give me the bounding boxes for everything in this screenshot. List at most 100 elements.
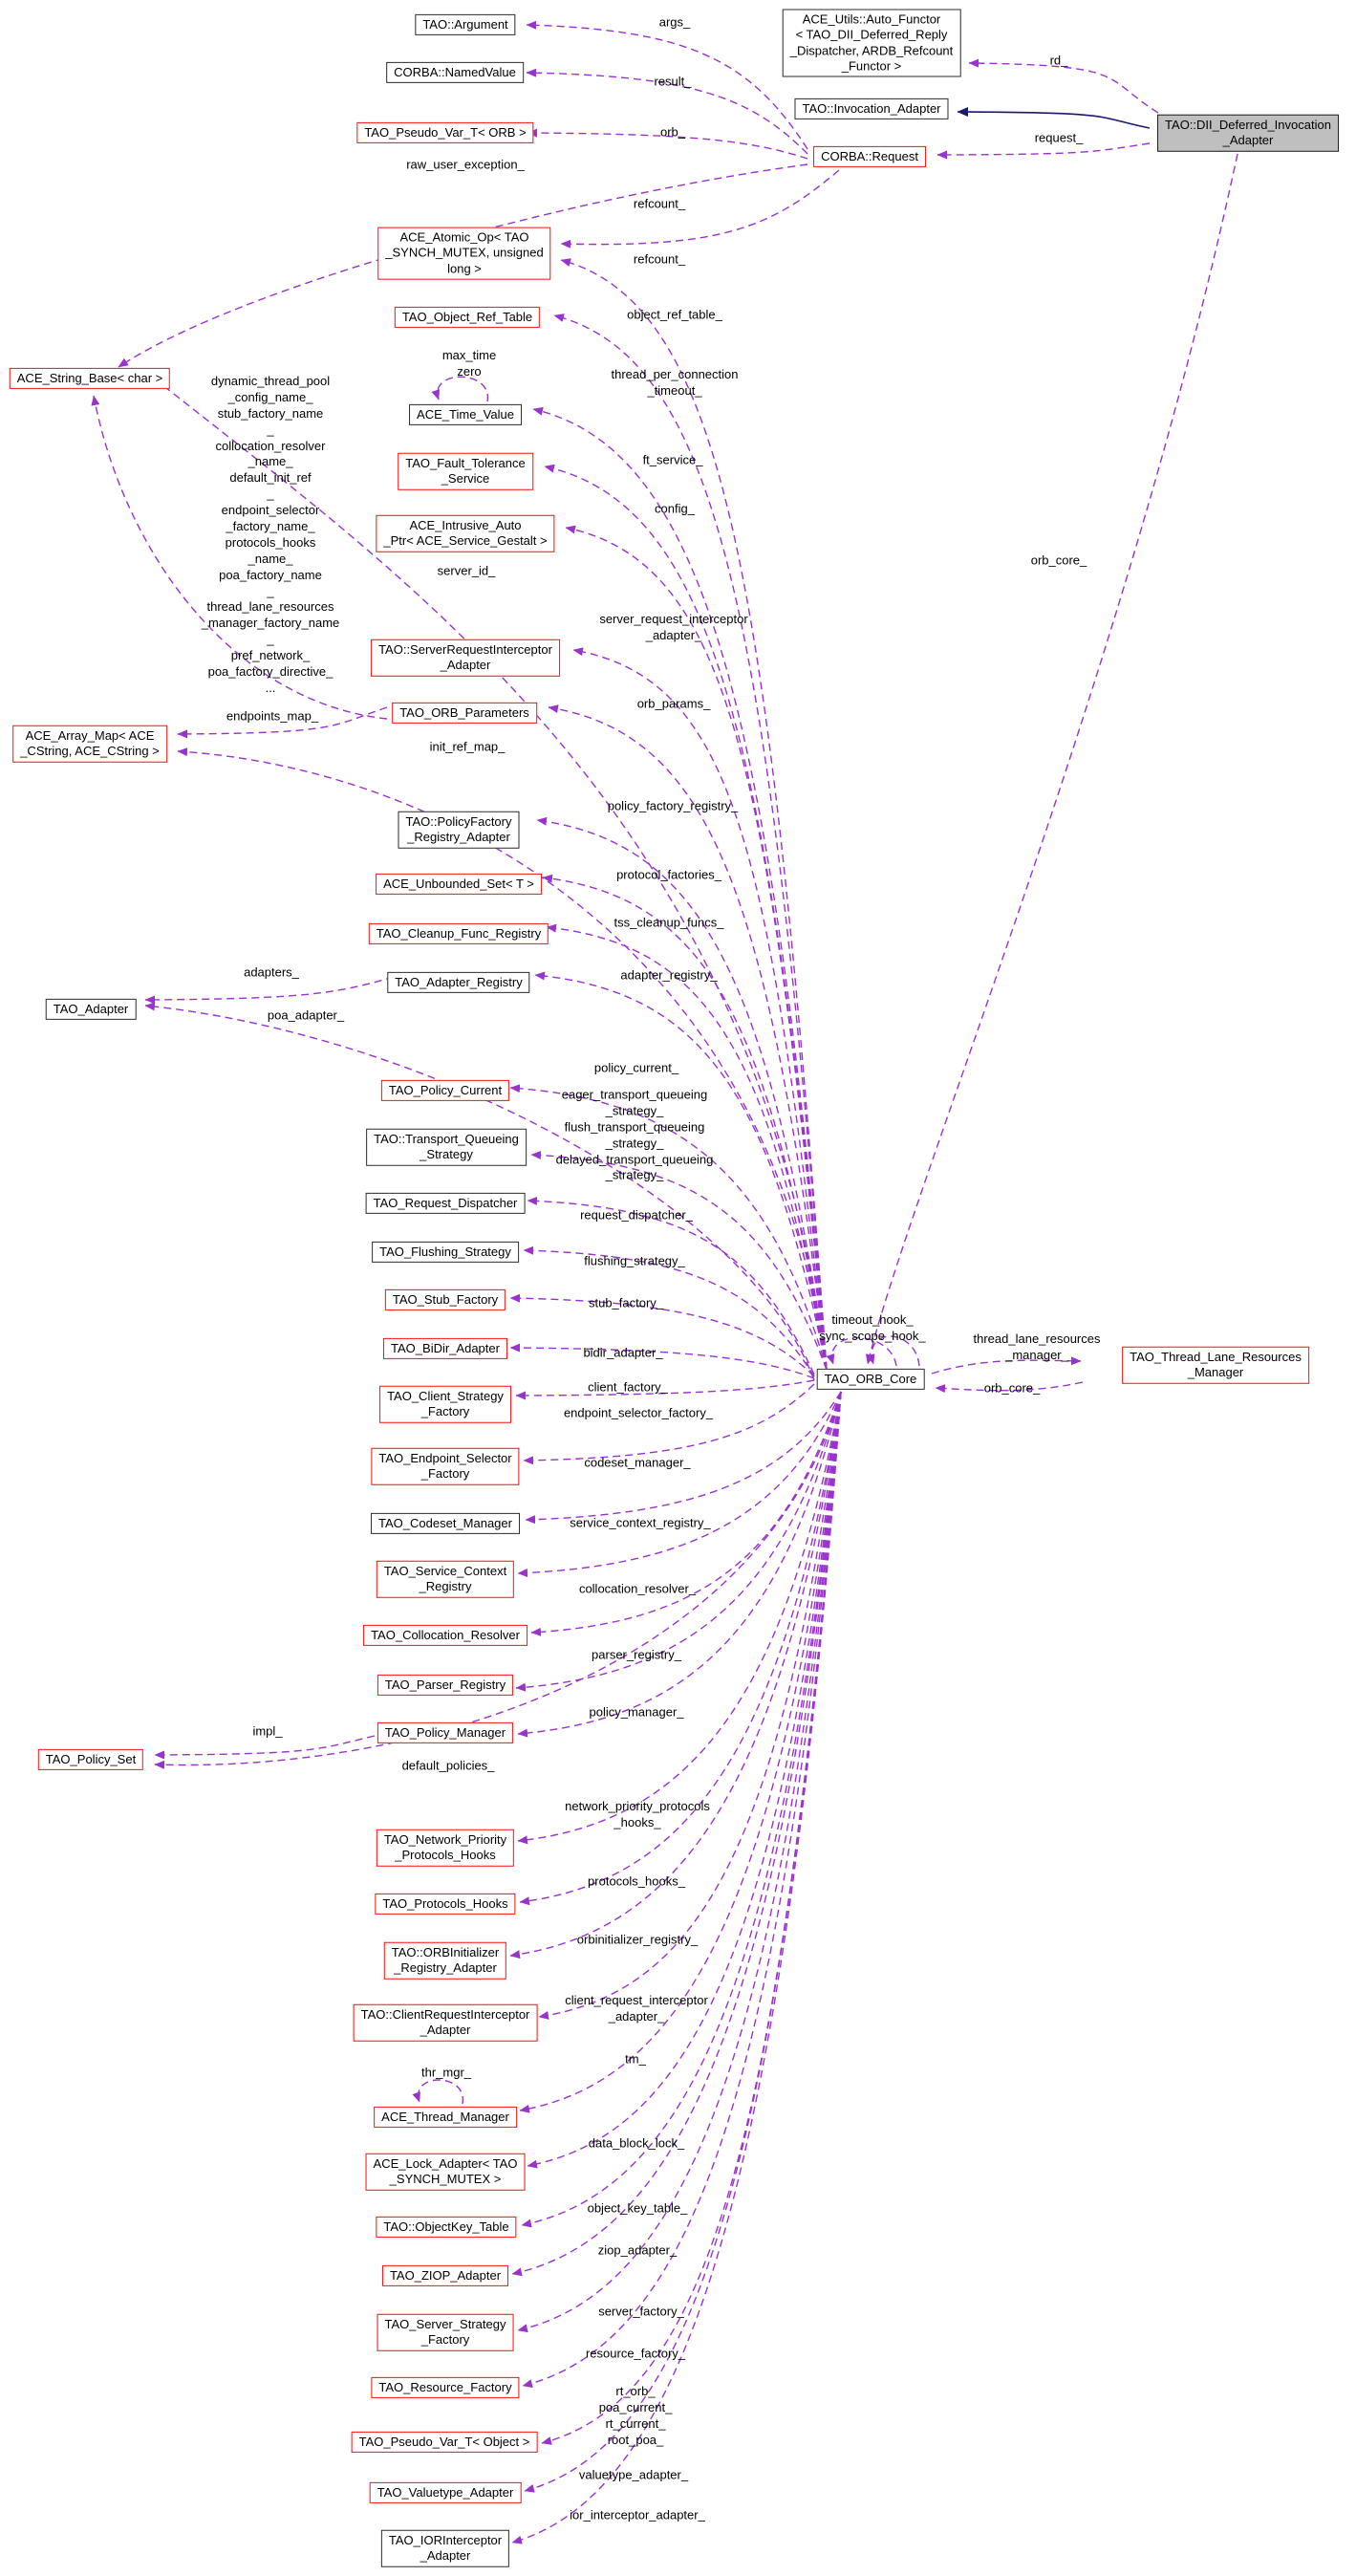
class-node-object-ref-table[interactable]: TAO_Object_Ref_Table bbox=[394, 306, 541, 329]
edge-label-client-factory: client_factory_ bbox=[588, 1379, 668, 1395]
class-node-adapter-registry[interactable]: TAO_Adapter_Registry bbox=[387, 971, 530, 994]
class-node-valuetype-adapter[interactable]: TAO_Valuetype_Adapter bbox=[369, 2481, 522, 2504]
edge-endpoint-selector-factory bbox=[523, 1383, 815, 1465]
class-node-codeset-manager[interactable]: TAO_Codeset_Manager bbox=[371, 1512, 520, 1535]
edge-stub-factory bbox=[509, 1293, 815, 1377]
class-node-stub-factory[interactable]: TAO_Stub_Factory bbox=[384, 1288, 506, 1311]
edge-orb-core-long bbox=[865, 153, 1238, 1365]
class-node-pseudo-var-object[interactable]: TAO_Pseudo_Var_T< Object > bbox=[351, 2431, 538, 2454]
class-node-lock-adapter[interactable]: ACE_Lock_Adapter< TAO _SYNCH_MUTEX > bbox=[365, 2153, 526, 2191]
edge-label-tm: tm_ bbox=[625, 2051, 646, 2067]
class-node-orbinitializer-registry-adapter[interactable]: TAO::ORBInitializer _Registry_Adapter bbox=[383, 1941, 507, 1980]
edge-client-factory bbox=[515, 1379, 815, 1400]
class-node-thread-manager[interactable]: ACE_Thread_Manager bbox=[374, 2106, 517, 2129]
edge-label-config: config_ bbox=[655, 501, 695, 516]
class-node-iorinterceptor-adapter[interactable]: TAO_IORInterceptor _Adapter bbox=[380, 2529, 510, 2567]
class-node-resource-factory[interactable]: TAO_Resource_Factory bbox=[371, 2376, 520, 2399]
edge-rt-orb-group bbox=[541, 1391, 842, 2445]
edge-label-request: request_ bbox=[1034, 130, 1084, 145]
edge-request bbox=[936, 142, 1151, 160]
class-node-ziop-adapter[interactable]: TAO_ZIOP_Adapter bbox=[381, 2264, 509, 2287]
class-node-fault-tolerance-service[interactable]: TAO_Fault_Tolerance _Service bbox=[398, 452, 533, 490]
edge-raw-user-exception bbox=[118, 163, 808, 368]
edge-request-dispatcher bbox=[527, 1196, 815, 1375]
edge-service-context-registry bbox=[517, 1391, 842, 1578]
edge-rd bbox=[968, 58, 1159, 114]
class-node-server-strategy-factory[interactable]: TAO_Server_Strategy _Factory bbox=[377, 2313, 514, 2351]
edge-resource-factory bbox=[522, 1391, 842, 2388]
class-node-transport-queueing-strategy[interactable]: TAO::Transport_Queueing _Strategy bbox=[366, 1128, 527, 1166]
edge-refcount-2 bbox=[560, 258, 828, 1371]
edge-max-time-zero-loop bbox=[431, 376, 488, 402]
edge-label-result: result_ bbox=[654, 74, 692, 89]
class-node-service-context-registry[interactable]: TAO_Service_Context _Registry bbox=[376, 1560, 515, 1598]
edge-orb bbox=[527, 128, 808, 160]
edge-label-orb-params: orb_params_ bbox=[636, 696, 711, 711]
edge-config bbox=[565, 525, 828, 1371]
edge-label-raw-user-exception: raw_user_exception_ bbox=[406, 157, 525, 172]
edge-inherits bbox=[957, 107, 1151, 129]
class-node-clientrequestinterceptor-adapter[interactable]: TAO::ClientRequestInterceptor _Adapter bbox=[353, 2003, 538, 2042]
class-node-auto-functor[interactable]: ACE_Utils::Auto_Functor < TAO_DII_Deferr… bbox=[782, 9, 961, 77]
class-node-string-base[interactable]: ACE_String_Base< char > bbox=[9, 367, 171, 390]
class-node-policy-current[interactable]: TAO_Policy_Current bbox=[380, 1079, 510, 1102]
edge-tm bbox=[519, 1391, 842, 2113]
edge-label-object-ref-table: object_ref_table_ bbox=[627, 307, 722, 322]
edge-ft-service bbox=[544, 464, 828, 1371]
class-node-policy-manager[interactable]: TAO_Policy_Manager bbox=[377, 1721, 514, 1744]
class-node-corba-request[interactable]: CORBA::Request bbox=[813, 145, 926, 168]
class-node-pseudo-var-orb[interactable]: TAO_Pseudo_Var_T< ORB > bbox=[356, 121, 534, 144]
edge-timeout-hook-loop bbox=[826, 1336, 897, 1367]
class-node-time-value[interactable]: ACE_Time_Value bbox=[409, 403, 522, 426]
edge-server-factory bbox=[517, 1391, 842, 2333]
class-node-argument[interactable]: TAO::Argument bbox=[415, 13, 516, 36]
edge-label-tss-cleanup-funcs: tss_cleanup_funcs_ bbox=[613, 915, 724, 930]
edge-label-poa-adapter: poa_adapter_ bbox=[267, 1007, 345, 1023]
edge-label-timeout-hook-loop: timeout_hook_ sync_scope_hook_ bbox=[819, 1312, 926, 1343]
class-node-intrusive-auto-ptr[interactable]: ACE_Intrusive_Auto _Ptr< ACE_Service_Ges… bbox=[376, 514, 555, 552]
edge-thr-mgr-loop bbox=[412, 2079, 463, 2105]
class-node-thread-lane-resources-manager[interactable]: TAO_Thread_Lane_Resources _Manager bbox=[1122, 1346, 1309, 1384]
edge-label-client-request-interceptor-adapter: client_request_interceptor _adapter_ bbox=[565, 1993, 708, 2024]
class-node-client-strategy-factory[interactable]: TAO_Client_Strategy _Factory bbox=[379, 1385, 511, 1423]
class-node-orb-parameters[interactable]: TAO_ORB_Parameters bbox=[392, 702, 537, 725]
edge-args bbox=[526, 20, 808, 150]
class-node-adapter[interactable]: TAO_Adapter bbox=[45, 998, 137, 1021]
edge-label-policy-manager: policy_manager_ bbox=[589, 1704, 684, 1720]
class-node-cleanup-func-registry[interactable]: TAO_Cleanup_Func_Registry bbox=[368, 922, 549, 945]
edge-tss-cleanup-funcs bbox=[546, 923, 828, 1371]
class-node-collocation-resolver[interactable]: TAO_Collocation_Resolver bbox=[363, 1624, 527, 1647]
class-node-endpoint-selector-factory[interactable]: TAO_Endpoint_Selector _Factory bbox=[371, 1447, 520, 1485]
class-node-protocols-hooks[interactable]: TAO_Protocols_Hooks bbox=[375, 1893, 516, 1916]
edge-label-data-block-lock: data_block_lock_ bbox=[588, 2135, 685, 2151]
class-node-orb-core[interactable]: TAO_ORB_Core bbox=[816, 1368, 925, 1391]
class-node-bidir-adapter[interactable]: TAO_BiDir_Adapter bbox=[383, 1337, 507, 1360]
class-node-network-priority-protocols-hooks[interactable]: TAO_Network_Priority _Protocols_Hooks bbox=[376, 1829, 515, 1867]
edge-collocation-resolver bbox=[530, 1391, 842, 1636]
edge-label-stub-factory: stub_factory_ bbox=[588, 1295, 664, 1310]
class-node-array-map[interactable]: ACE_Array_Map< ACE _CString, ACE_CString… bbox=[12, 725, 167, 763]
class-node-policyfactory-registry-adapter[interactable]: TAO::PolicyFactory _Registry_Adapter bbox=[398, 811, 520, 849]
class-node-parser-registry[interactable]: TAO_Parser_Registry bbox=[377, 1674, 514, 1697]
class-node-flushing-strategy[interactable]: TAO_Flushing_Strategy bbox=[372, 1241, 519, 1264]
edge-label-policy-current: policy_current_ bbox=[593, 1060, 679, 1075]
edge-string-names-bundle bbox=[91, 395, 388, 720]
class-node-request-dispatcher[interactable]: TAO_Request_Dispatcher bbox=[365, 1192, 526, 1215]
class-node-unbounded-set[interactable]: ACE_Unbounded_Set< T > bbox=[376, 873, 542, 896]
class-node-named-value[interactable]: CORBA::NamedValue bbox=[386, 61, 524, 84]
edge-label-ft-service: ft_service_ bbox=[642, 452, 703, 467]
class-node-atomic-op[interactable]: ACE_Atomic_Op< TAO _SYNCH_MUTEX, unsigne… bbox=[377, 227, 551, 280]
edge-thread-lane-resources-manager bbox=[931, 1356, 1082, 1375]
class-node-policy-set[interactable]: TAO_Policy_Set bbox=[37, 1748, 144, 1771]
edge-label-max-time-zero-loop: max_time zero bbox=[441, 348, 497, 379]
edge-label-valuetype-adapter: valuetype_adapter_ bbox=[578, 2467, 689, 2482]
class-node-server-request-interceptor-adapter[interactable]: TAO::ServerRequestInterceptor _Adapter bbox=[371, 639, 560, 677]
class-node-objectkey-table[interactable]: TAO::ObjectKey_Table bbox=[376, 2216, 517, 2239]
edge-label-protocols-hooks: protocols_hooks_ bbox=[588, 1873, 685, 1889]
edge-policy-manager bbox=[517, 1391, 842, 1738]
edge-label-request-dispatcher: request_dispatcher_ bbox=[580, 1207, 693, 1223]
edge-ziop-adapter bbox=[511, 1391, 842, 2277]
class-node-invocation-adapter[interactable]: TAO::Invocation_Adapter bbox=[794, 97, 949, 120]
edge-thread-per-connection-timeout bbox=[532, 406, 828, 1371]
edge-label-endpoint-selector-factory: endpoint_selector_factory_ bbox=[563, 1405, 714, 1420]
